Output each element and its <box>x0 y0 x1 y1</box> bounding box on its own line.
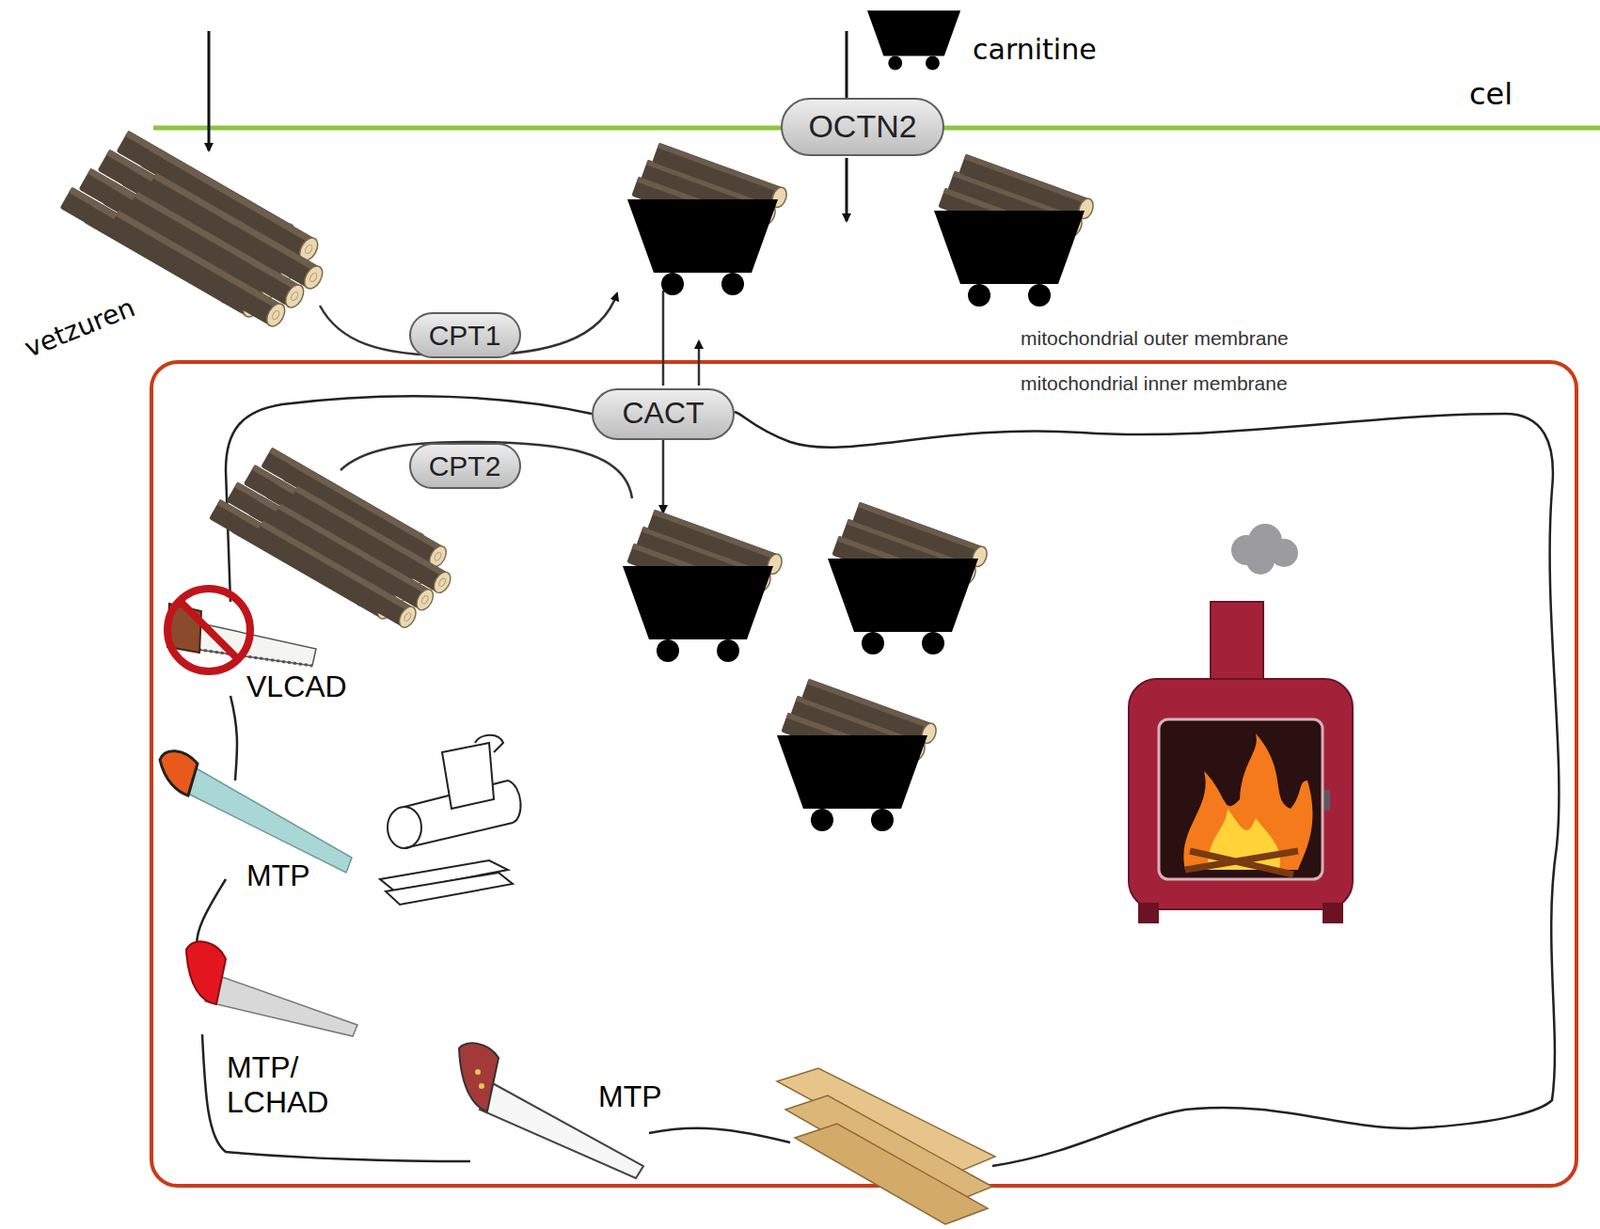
molecule-label: vetzuren <box>20 292 140 365</box>
membrane-label: mitochondrial inner membrane <box>1020 372 1288 396</box>
enzyme-name: CACT <box>621 396 704 430</box>
membrane-label: mitochondrial outer membrane <box>1020 327 1289 350</box>
compartment-label: cel <box>1469 77 1513 112</box>
enzyme-label: VLCAD <box>246 669 348 705</box>
enzyme-name: OCTN2 <box>807 109 917 144</box>
enzyme-name: CPT2 <box>428 450 502 482</box>
enzyme-pill: CPT1 <box>409 312 522 359</box>
enzyme-name: CPT1 <box>428 319 502 351</box>
enzyme-label: MTP <box>598 1079 663 1115</box>
enzyme-label: MTP/ LCHAD <box>226 1050 345 1121</box>
molecule-label: carnitine <box>972 33 1097 67</box>
enzyme-pill: OCTN2 <box>780 97 945 157</box>
enzyme-pill: CACT <box>591 388 735 441</box>
enzyme-pill: CPT2 <box>409 443 522 490</box>
enzyme-label: MTP <box>246 858 311 894</box>
